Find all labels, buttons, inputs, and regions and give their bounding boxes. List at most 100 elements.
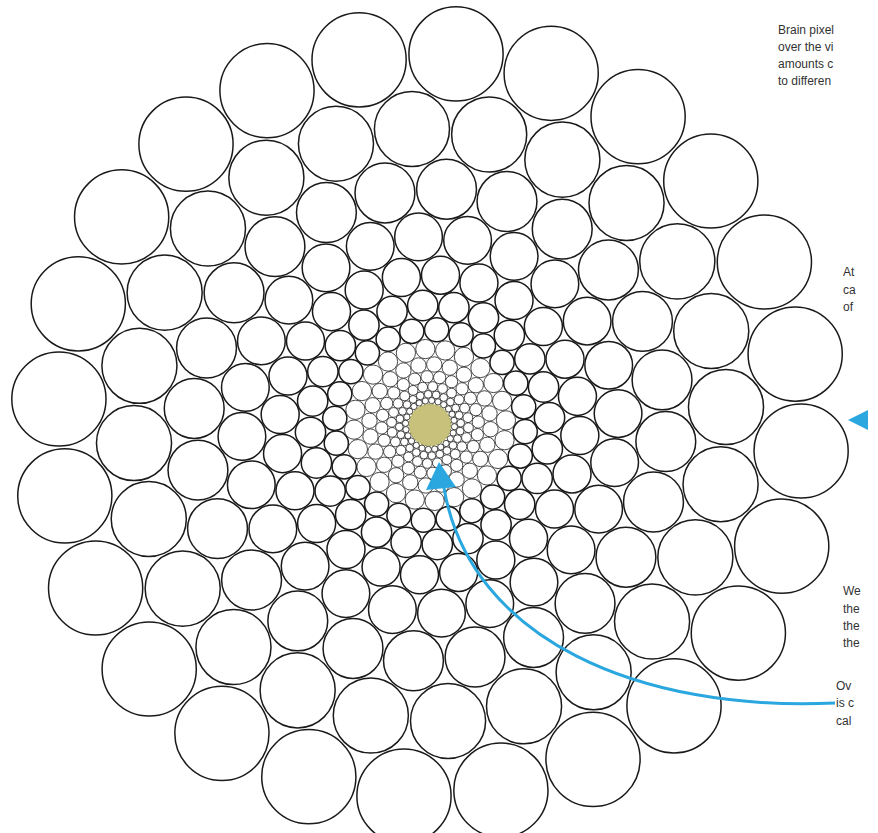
brain-pixel-circle bbox=[416, 339, 435, 358]
brain-pixel-circle bbox=[454, 347, 473, 366]
cropped-note-text: the bbox=[843, 636, 860, 650]
brain-pixel-circle bbox=[484, 373, 503, 392]
brain-pixel-circle bbox=[395, 213, 443, 261]
brain-pixel-circle bbox=[139, 97, 233, 191]
fovea-dot bbox=[409, 404, 451, 446]
brain-pixel-circle bbox=[735, 499, 829, 593]
brain-pixel-circle bbox=[578, 240, 638, 300]
brain-pixel-circle bbox=[295, 417, 325, 447]
brain-pixel-circle bbox=[382, 259, 420, 297]
brain-pixel-circle bbox=[422, 398, 428, 404]
brain-pixel-circle bbox=[450, 449, 460, 459]
brain-pixel-circle bbox=[102, 328, 177, 403]
brain-pixel-circle bbox=[188, 499, 248, 559]
brain-pixel-circle bbox=[555, 573, 615, 633]
brain-pixel-circle bbox=[515, 344, 545, 374]
brain-pixel-circle bbox=[483, 422, 498, 437]
brain-pixel-circle bbox=[683, 447, 758, 522]
brain-pixel-circle bbox=[477, 466, 496, 485]
brain-pixel-circle bbox=[613, 291, 673, 351]
brain-pixel-circle bbox=[361, 517, 391, 547]
brain-pixel-circle bbox=[471, 334, 495, 358]
brain-pixel-circle bbox=[421, 371, 433, 383]
brain-pixel-circle bbox=[409, 395, 417, 403]
cropped-note-text: the bbox=[843, 619, 860, 633]
brain-pixel-circle bbox=[332, 455, 356, 479]
cropped-note-text: of bbox=[843, 300, 853, 314]
brain-pixel-circle bbox=[596, 527, 656, 587]
brain-pixel-circle bbox=[397, 379, 409, 391]
brain-pixel-circle bbox=[355, 163, 415, 223]
brain-pixel-circle bbox=[449, 411, 455, 417]
brain-pixel-circle bbox=[556, 635, 631, 710]
brain-pixel-circle bbox=[298, 505, 336, 543]
brain-pixel-circle bbox=[308, 356, 338, 386]
brain-pixel-circle bbox=[312, 293, 350, 331]
brain-pixel-circle bbox=[204, 263, 264, 323]
brain-pixel-circle bbox=[442, 360, 457, 375]
brain-pixel-circle bbox=[425, 446, 431, 452]
brain-pixel-circle bbox=[418, 589, 466, 637]
brain-pixel-circle bbox=[451, 417, 457, 423]
brain-pixel-circle bbox=[377, 457, 392, 472]
brain-pixel-circle bbox=[355, 341, 379, 365]
brain-pixel-circle bbox=[440, 553, 478, 591]
brain-pixel-circle bbox=[477, 172, 537, 232]
brain-pixel-circle bbox=[428, 382, 438, 392]
brain-pixel-circle bbox=[445, 376, 457, 388]
brain-pixel-circle bbox=[12, 352, 106, 446]
brain-pixel-circle bbox=[632, 350, 692, 410]
brain-pixel-circle bbox=[422, 529, 452, 559]
brain-pixel-circle bbox=[315, 476, 345, 506]
brain-pixel-circle bbox=[453, 523, 483, 553]
brain-pixel-circle bbox=[265, 276, 313, 324]
brain-pixel-circle bbox=[392, 455, 404, 467]
brain-pixel-circle bbox=[345, 271, 383, 309]
brain-pixel-circle bbox=[388, 387, 400, 399]
brain-pixel-circle bbox=[400, 556, 438, 594]
brain-pixel-circle bbox=[531, 260, 579, 308]
brain-pixel-circle bbox=[422, 459, 432, 469]
brain-pixel-circle bbox=[528, 372, 558, 402]
brain-pixel-circle bbox=[419, 445, 425, 451]
brain-pixel-circle bbox=[464, 423, 474, 433]
brain-pixel-circle bbox=[31, 257, 125, 351]
brain-pixel-circle bbox=[558, 377, 596, 415]
brain-pixel-circle bbox=[532, 434, 562, 464]
brain-pixel-circle bbox=[416, 400, 422, 406]
brain-pixel-circle bbox=[383, 372, 398, 387]
brain-pixel-circle bbox=[18, 449, 112, 543]
brain-pixel-circle bbox=[471, 429, 483, 441]
brain-pixel-circle bbox=[594, 390, 642, 438]
brain-pixel-circle bbox=[298, 386, 328, 416]
brain-pixel-circle bbox=[490, 350, 514, 374]
brain-pixel-circle bbox=[370, 472, 389, 491]
brain-pixel-circle bbox=[456, 383, 468, 395]
brain-pixel-circle bbox=[400, 438, 408, 446]
brain-pixel-circle bbox=[357, 749, 451, 833]
brain-pixel-circle bbox=[229, 140, 304, 215]
brain-pixel-circle bbox=[376, 422, 388, 434]
brain-pixel-circle bbox=[486, 669, 561, 744]
brain-pixel-circle bbox=[429, 397, 435, 403]
brain-pixel-circle bbox=[591, 70, 685, 164]
brain-pixel-circle bbox=[658, 520, 733, 595]
brain-pixel-circle bbox=[472, 416, 484, 428]
brain-pixel-circle bbox=[547, 526, 595, 574]
brain-pixel-circle bbox=[164, 379, 224, 439]
brain-pixel-circle bbox=[362, 548, 400, 586]
brain-pixel-circle bbox=[553, 455, 591, 493]
brain-pixel-circle bbox=[346, 476, 370, 500]
brain-pixel-circle bbox=[490, 233, 538, 281]
brain-pixel-circle bbox=[432, 446, 438, 452]
brain-pixel-circle bbox=[495, 281, 533, 319]
brain-pixel-circle bbox=[388, 468, 403, 483]
brain-pixel-circle bbox=[589, 165, 664, 240]
brain-pixel-circle bbox=[482, 406, 497, 421]
brain-pixel-circle bbox=[494, 320, 524, 350]
brain-pixel-circle bbox=[220, 44, 314, 138]
brain-pixel-circle bbox=[333, 678, 408, 753]
brain-pixel-circle bbox=[402, 420, 408, 426]
brain-pixel-circle bbox=[460, 451, 472, 463]
